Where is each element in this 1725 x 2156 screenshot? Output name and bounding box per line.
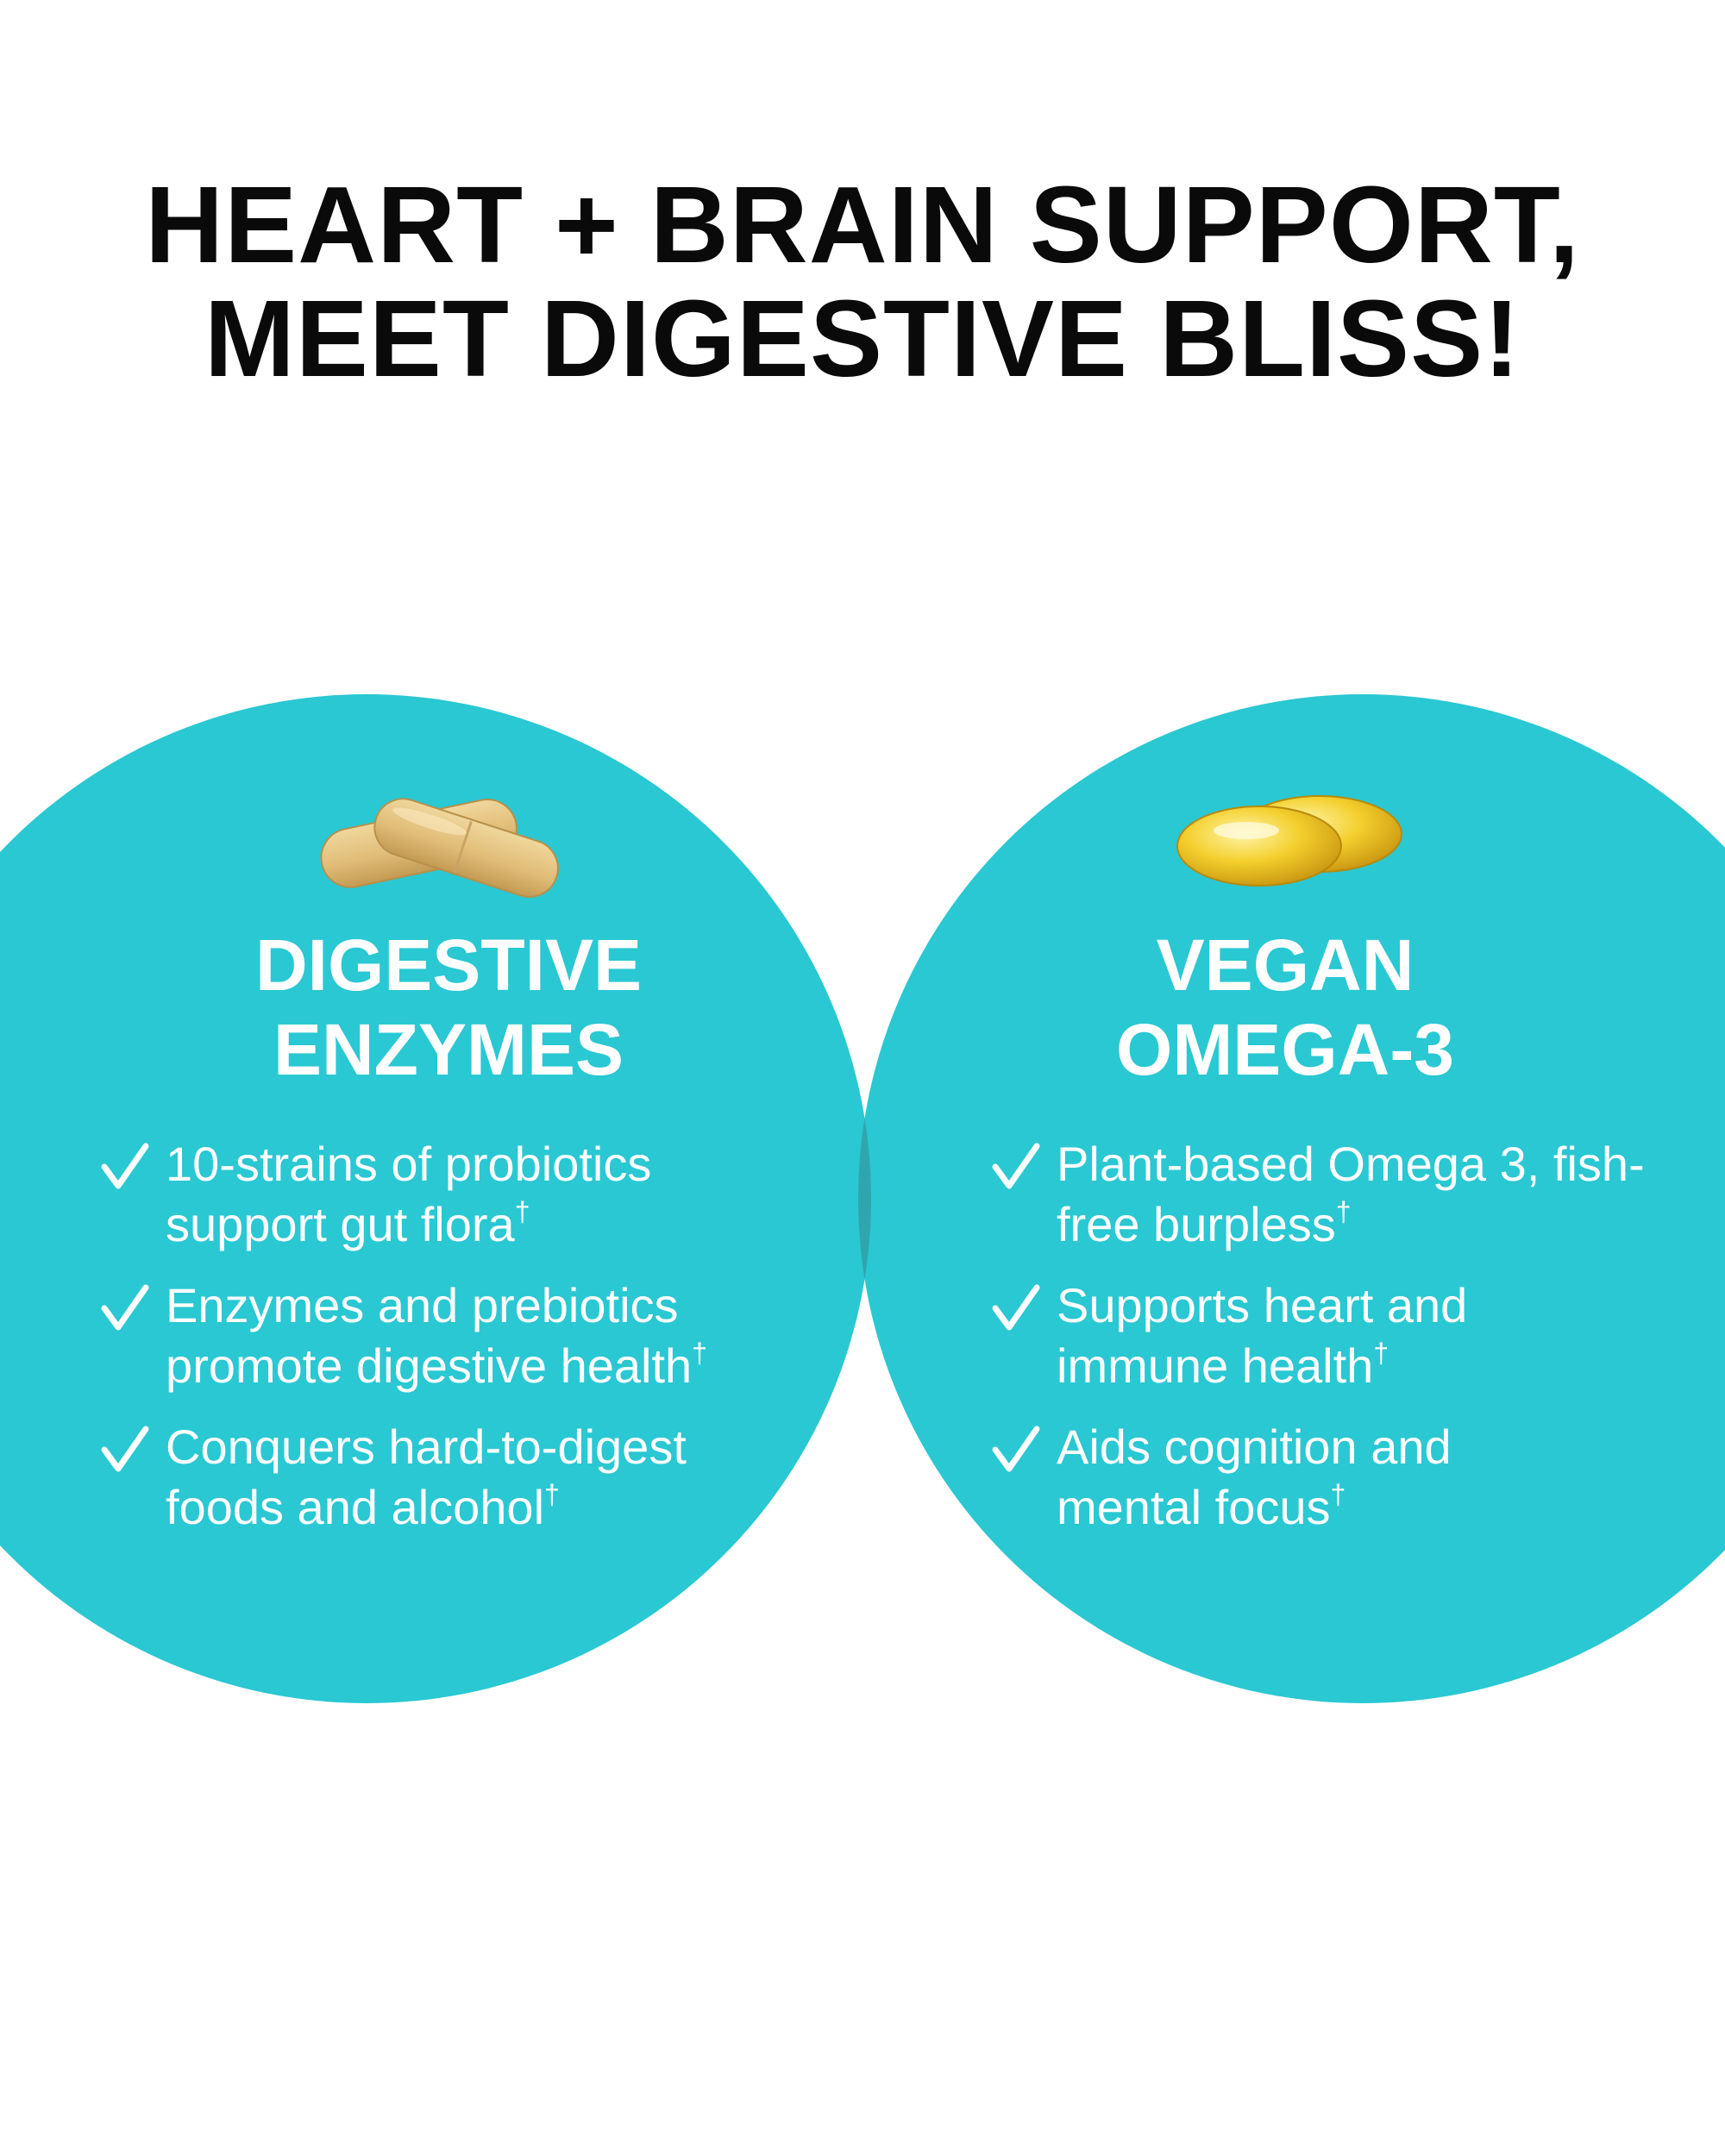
left-benefits-list: 10-strains of probiotics support gut flo… (99, 1134, 806, 1558)
right-panel-title: VEGAN OMEGA-3 (957, 923, 1613, 1092)
list-item: Aids cognition and mental focus† (990, 1417, 1646, 1538)
headline: HEART + BRAIN SUPPORT, MEET DIGESTIVE BL… (0, 168, 1725, 396)
left-panel-title: DIGESTIVE ENZYMES (121, 923, 776, 1092)
right-circle (858, 694, 1725, 1703)
list-item: Supports heart and immune health† (990, 1275, 1646, 1396)
checkmark-icon (992, 1284, 1040, 1331)
left-title-line-1: DIGESTIVE (254, 924, 643, 1006)
benefit-text: Enzymes and prebiotics promote digestive… (166, 1278, 707, 1393)
headline-line-2: MEET DIGESTIVE BLISS! (204, 278, 1521, 399)
capsule-icon (320, 798, 559, 898)
checkmark-icon (101, 1426, 149, 1472)
list-item: Conquers hard-to-digest foods and alcoho… (99, 1417, 806, 1538)
left-title-line-2: ENZYMES (273, 1009, 624, 1090)
left-panel: DIGESTIVE ENZYMES 10-strains of probioti… (0, 0, 862, 2156)
benefit-text: 10-strains of probiotics support gut flo… (166, 1137, 652, 1251)
headline-line-1: HEART + BRAIN SUPPORT, (145, 164, 1580, 285)
benefit-text: Aids cognition and mental focus† (1057, 1420, 1452, 1534)
right-benefits-list: Plant-based Omega 3, fish-free burpless†… (990, 1134, 1646, 1558)
right-title-line-2: OMEGA-3 (1115, 1009, 1455, 1090)
right-panel: VEGAN OMEGA-3 Plant-based Omega 3, fish-… (862, 0, 1725, 2156)
list-item: 10-strains of probiotics support gut flo… (99, 1134, 806, 1255)
right-title-line-1: VEGAN (1156, 924, 1414, 1006)
checkmark-icon (992, 1143, 1040, 1189)
benefit-text: Conquers hard-to-digest foods and alcoho… (166, 1420, 687, 1534)
softgel-icon (1176, 795, 1402, 887)
list-item: Enzymes and prebiotics promote digestive… (99, 1275, 806, 1396)
benefit-text: Supports heart and immune health† (1057, 1278, 1468, 1393)
left-circle (0, 694, 871, 1703)
benefit-text: Plant-based Omega 3, fish-free burpless† (1057, 1137, 1645, 1251)
list-item: Plant-based Omega 3, fish-free burpless† (990, 1134, 1646, 1255)
checkmark-icon (101, 1143, 149, 1189)
checkmark-icon (992, 1426, 1040, 1472)
checkmark-icon (101, 1284, 149, 1331)
